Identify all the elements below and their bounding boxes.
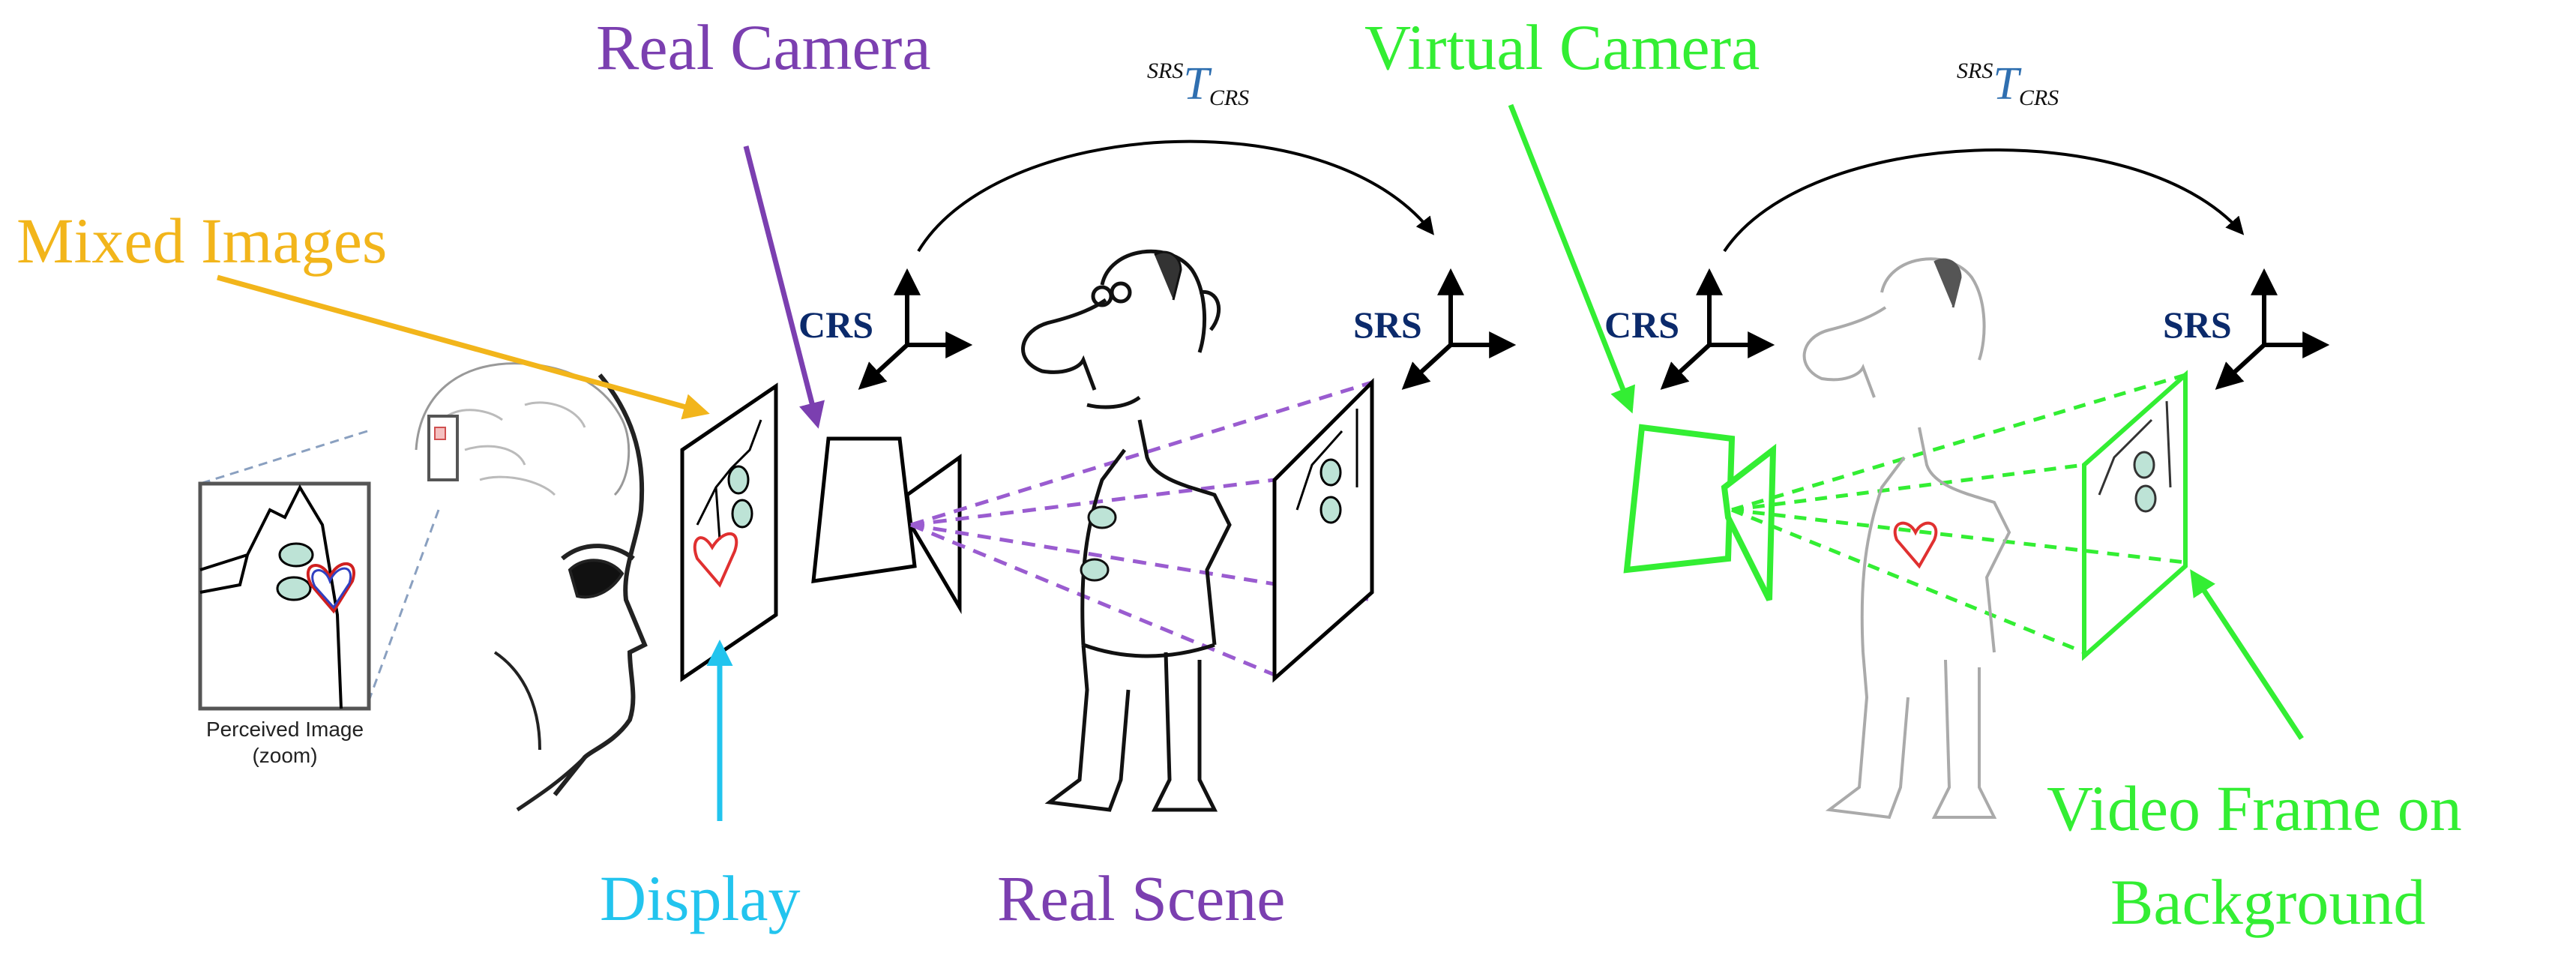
- crs-label-left: CRS: [798, 304, 874, 346]
- mixed-images-label: Mixed Images: [16, 205, 388, 277]
- transform-sup: SRS: [1147, 58, 1184, 83]
- real-scene-label: Real Scene: [997, 862, 1286, 934]
- perceived-image-line2: (zoom): [252, 744, 318, 767]
- real-camera-label: Real Camera: [596, 11, 931, 83]
- video-frame-arrow: [2190, 569, 2304, 740]
- transform-label-right: SRSTCRS: [1957, 60, 2059, 109]
- transform-label-left: SRSTCRS: [1147, 60, 1249, 109]
- srs-axes-left: [1401, 268, 1517, 390]
- transform-sub: CRS: [1209, 85, 1250, 110]
- srs-label-right: SRS: [2163, 304, 2232, 346]
- crs-axes-right: [1660, 268, 1775, 390]
- crs-label-right: CRS: [1604, 304, 1680, 346]
- transform-symbol: T: [1183, 58, 1209, 109]
- display-label: Display: [600, 862, 801, 934]
- real-camera-arrow: [743, 145, 825, 429]
- display-panel: [680, 382, 778, 682]
- virtual-camera-frustum: [1731, 373, 2186, 655]
- real-scene-frame: [1272, 377, 1374, 683]
- virtual-camera-arrow: [1508, 103, 1635, 414]
- transform-arrow-left: [917, 139, 1434, 253]
- video-frame-label-line1: Video Frame on: [2047, 772, 2462, 844]
- srs-label-left: SRS: [1353, 304, 1422, 346]
- transform-sup: SRS: [1957, 58, 1993, 83]
- transform-sub: CRS: [2018, 85, 2059, 110]
- perceived-image-zoom: [198, 430, 440, 711]
- real-scene-person: [1021, 249, 1232, 812]
- perceived-image-caption: Perceived Image (zoom): [172, 716, 397, 769]
- transform-arrow-right: [1723, 148, 2245, 253]
- video-frame-label-line2: Background: [2110, 866, 2426, 938]
- virtual-camera-shape: [1623, 424, 1777, 601]
- background-video-frame: [2082, 370, 2188, 661]
- crs-axes-left: [858, 268, 973, 390]
- transform-symbol: T: [1993, 58, 2019, 109]
- perceived-image-line1: Perceived Image: [205, 718, 364, 741]
- virtual-camera-label: Virtual Camera: [1364, 11, 1760, 83]
- viewer-head-sketch: [415, 362, 648, 812]
- srs-axes-right: [2215, 268, 2330, 390]
- mixed-images-arrow: [217, 274, 710, 420]
- background-person-ghost: [1802, 257, 2011, 820]
